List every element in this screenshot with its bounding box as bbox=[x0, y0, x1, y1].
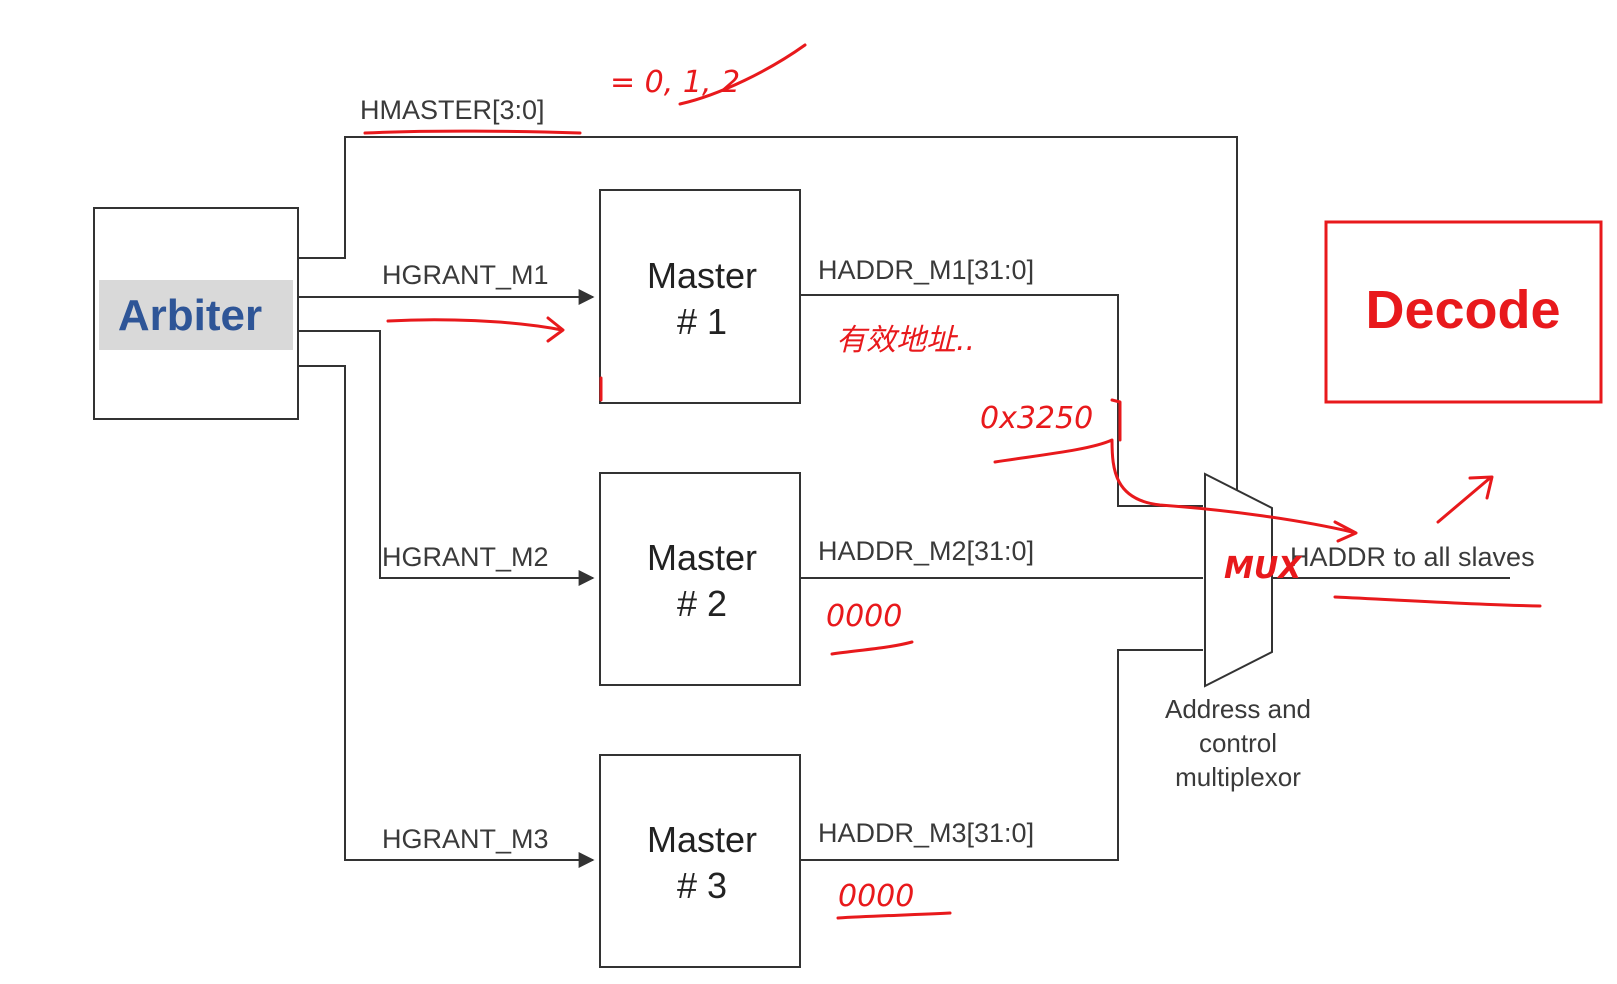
m2-addr-note: 0000 bbox=[826, 599, 902, 634]
handwritten-text: = 0, 1, 2 有效地址.. 0x3250 0000 0000 MUX bbox=[610, 65, 1303, 914]
mux-note: MUX bbox=[1224, 551, 1303, 586]
hgrant-m3-wire bbox=[298, 365, 595, 868]
arbiter-block: Arbiter bbox=[93, 207, 299, 420]
haddr-m2-label: HADDR_M2[31:0] bbox=[818, 536, 1034, 566]
m1-addr-curve bbox=[993, 438, 1358, 543]
haddr-out-label: HADDR to all slaves bbox=[1290, 542, 1535, 572]
hmaster-underline bbox=[363, 129, 582, 135]
hmaster-label: HMASTER[3:0] bbox=[360, 95, 545, 125]
m1-note: 有效地址.. bbox=[836, 323, 975, 358]
hgrant-m2-label: HGRANT_M2 bbox=[382, 542, 549, 572]
mux: Address and control multiplexor bbox=[1165, 472, 1311, 792]
mux-caption-line3: multiplexor bbox=[1175, 762, 1301, 792]
hmaster-value-underline bbox=[678, 43, 807, 106]
m1-addr-bracket bbox=[1110, 398, 1122, 442]
master-1-label: Master bbox=[647, 255, 757, 296]
master-3-block: Master # 3 bbox=[599, 754, 801, 968]
haddr-m1-label: HADDR_M1[31:0] bbox=[818, 255, 1034, 285]
arbiter-label: Arbiter bbox=[118, 291, 262, 340]
hmaster-value-note: = 0, 1, 2 bbox=[610, 65, 740, 100]
master-1-block: Master # 1 bbox=[599, 189, 801, 404]
master-2-number: # 2 bbox=[677, 583, 727, 624]
hgrant-m1-label: HGRANT_M1 bbox=[382, 260, 549, 290]
master-2-label: Master bbox=[647, 537, 757, 578]
master-3-number: # 3 bbox=[677, 865, 727, 906]
decode-arrow bbox=[1436, 475, 1494, 524]
m2-addr-underline bbox=[830, 640, 914, 656]
decode-label: Decode bbox=[1365, 280, 1560, 340]
hgrant-m3-label: HGRANT_M3 bbox=[382, 824, 549, 854]
haddr-m3-label: HADDR_M3[31:0] bbox=[818, 818, 1034, 848]
m3-addr-note: 0000 bbox=[838, 879, 914, 914]
master-1-number: # 1 bbox=[677, 301, 727, 342]
decode-block: Decode bbox=[1324, 220, 1603, 404]
mux-caption-line2: control bbox=[1199, 728, 1277, 758]
haddr-out-underline bbox=[1333, 595, 1542, 608]
handwritten-annotations bbox=[363, 43, 1542, 920]
mux-caption-line1: Address and bbox=[1165, 694, 1311, 724]
master-3-label: Master bbox=[647, 819, 757, 860]
hgrant-m1-arrow bbox=[386, 316, 565, 343]
hgrant-m2-wire bbox=[298, 330, 595, 586]
master-2-block: Master # 2 bbox=[599, 472, 801, 686]
m1-addr-note: 0x3250 bbox=[980, 401, 1093, 436]
m3-addr-underline bbox=[836, 911, 952, 920]
hmaster-wire bbox=[298, 136, 1238, 512]
signal-labels: HMASTER[3:0] HGRANT_M1 HGRANT_M2 HGRANT_… bbox=[360, 95, 1535, 854]
haddr-m3-wire bbox=[800, 649, 1203, 861]
